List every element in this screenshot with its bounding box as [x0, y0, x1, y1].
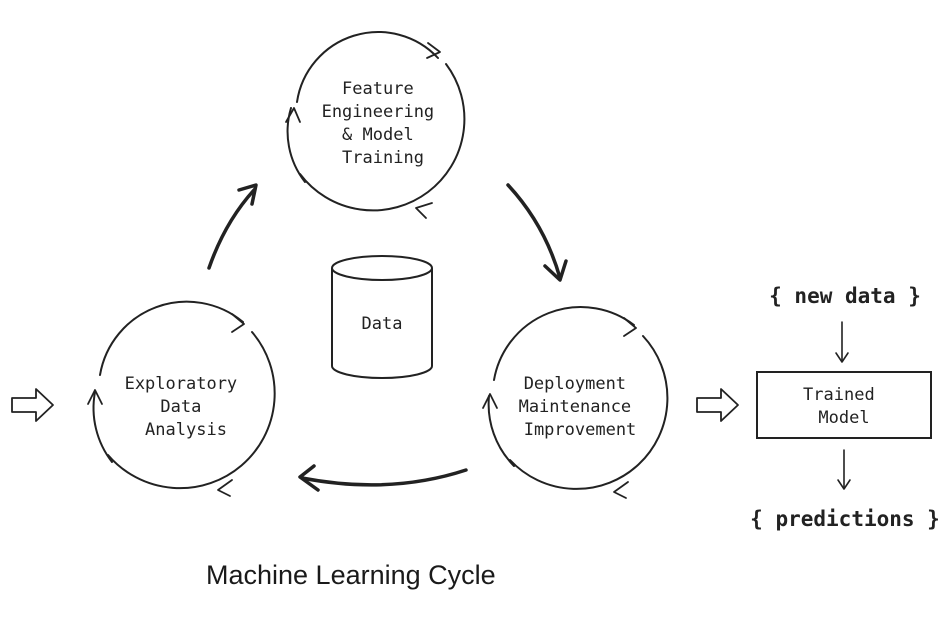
deployment-node: Deployment Maintenance Improvement — [482, 306, 669, 499]
label-line: & Model — [342, 125, 414, 145]
label-line: Data — [160, 397, 201, 417]
cycle-arc — [92, 391, 113, 463]
arrowhead-icon — [217, 479, 233, 497]
arrowhead-icon — [87, 389, 103, 405]
arrowhead-icon — [613, 481, 629, 499]
arrowhead-icon — [231, 313, 245, 333]
label-line: Analysis — [145, 420, 227, 440]
exploratory-data-analysis-node: Exploratory Data Analysis — [87, 300, 276, 497]
label-line: Improvement — [524, 420, 637, 440]
arrowhead-icon — [835, 352, 849, 363]
diagram-caption: Machine Learning Cycle — [206, 560, 496, 590]
trained-model-box — [756, 371, 932, 439]
label-line: Feature — [342, 79, 414, 99]
arrowhead-icon — [837, 479, 851, 490]
arrowhead-icon — [482, 393, 498, 409]
arrowhead-icon — [415, 202, 433, 219]
label-line: Model — [818, 408, 869, 428]
data-store: Data — [331, 255, 433, 379]
label-line: Maintenance — [519, 397, 632, 417]
arrowhead-icon — [426, 42, 441, 59]
feature-engineering-node: Feature Engineering & Model Training — [285, 31, 466, 219]
cylinder-body — [331, 268, 433, 379]
arrowhead-icon — [285, 107, 301, 123]
label-line: Exploratory — [125, 374, 238, 394]
trained-model-label: Trained Model — [803, 385, 885, 428]
cycle-arc — [286, 107, 306, 183]
arrow-eda-to-feature — [207, 188, 256, 270]
deployment-label: Deployment Maintenance Improvement — [519, 374, 642, 440]
label-line: Deployment — [524, 374, 626, 394]
feature-engineering-label: Feature Engineering & Model Training — [322, 79, 445, 168]
cycle-arc — [299, 63, 466, 212]
label-line: Training — [342, 148, 424, 168]
cycle-arc — [493, 306, 635, 381]
cycle-arc — [107, 331, 276, 490]
prediction-block: { new data } Trained Model { predictions… — [750, 284, 940, 531]
arrowhead-icon — [298, 464, 320, 492]
predictions-label: { predictions } — [750, 507, 940, 531]
input-arrow-icon — [11, 388, 54, 422]
cycle-arc — [487, 395, 515, 467]
data-store-label: Data — [362, 314, 403, 334]
label-line: Engineering — [322, 102, 435, 122]
cylinder-top — [331, 255, 433, 281]
cycle-arc — [509, 335, 669, 490]
cycle-arrows — [207, 183, 568, 492]
arrowhead-icon — [623, 317, 637, 337]
arrowhead-icon — [543, 259, 568, 282]
arrow-deploy-to-eda — [300, 468, 468, 487]
exploratory-data-analysis-label: Exploratory Data Analysis — [125, 374, 248, 440]
new-data-label: { new data } — [769, 284, 921, 308]
cycle-arc — [99, 300, 244, 376]
output-arrow-icon — [696, 388, 739, 422]
cycle-arc — [296, 31, 439, 103]
label-line: Trained — [803, 385, 875, 405]
arrow-feature-to-deploy — [506, 183, 562, 280]
arrowhead-icon — [237, 183, 258, 206]
